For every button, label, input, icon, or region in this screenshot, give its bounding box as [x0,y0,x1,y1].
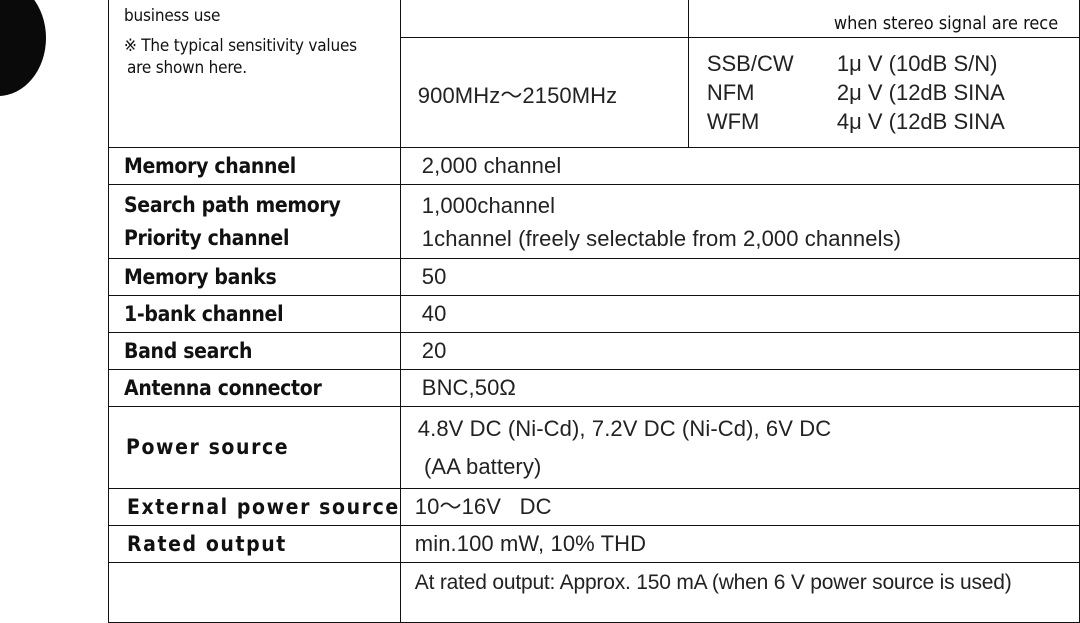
mode-value: 2μ V (12dB SINA [836,79,1005,105]
row-value: (AA battery) [417,453,542,479]
row-label: Antenna connector [108,369,401,407]
stereo-note: when stereo signal are rece [687,0,1080,38]
table-row: Memory channel 2,000 channel [108,147,1080,185]
mode-label: SSB/CW [706,50,794,76]
row-value: 4.8V DC (Ni-Cd), 7.2V DC (Ni-Cd), 6V DC [417,415,832,441]
sensitivity-list: SSB/CW 1μ V (10dB S/N) NFM 2μ V (12dB SI… [687,37,1080,148]
row-label: Power source [108,406,401,489]
table-row: At rated output: Approx. 150 mA (when 6 … [108,562,1080,623]
row-value: 2,000 channel [399,147,1080,185]
row-value-group: 1,000channel 1channel (freely selectable… [399,184,1080,259]
table-row: External power source 10～16V DC [108,488,1080,526]
row-value: 20 [399,332,1080,370]
row-value-group: 4.8V DC (Ni-Cd), 7.2V DC (Ni-Cd), 6V DC … [399,406,1080,489]
mode-value: 4μ V (12dB SINA [836,108,1005,134]
note-line-3: are shown here. [127,58,247,79]
table-row: Memory banks 50 [108,258,1080,296]
row-value: min.100 mW, 10% THD [399,525,1080,563]
row-label-group: Search path memory Priority channel [108,184,401,259]
mode-label: NFM [706,79,755,105]
mode-value: 1μ V (10dB S/N) [836,50,998,76]
row-label-empty [108,562,401,623]
section-tab-marker [0,0,46,96]
sensitivity-note: business use ※ The typical sensitivity v… [108,0,401,148]
sensitivity-row: WFM 4μ V (12dB SINA [689,107,1078,136]
band-cell-top [399,0,689,38]
spec-table: business use ※ The typical sensitivity v… [108,0,1080,623]
sensitivity-row: NFM 2μ V (12dB SINA [689,78,1078,107]
table-row: Band search 20 [108,332,1080,370]
row-value: At rated output: Approx. 150 mA (when 6 … [399,562,1080,623]
row-label: Band search [108,332,401,370]
table-row: Power source 4.8V DC (Ni-Cd), 7.2V DC (N… [108,406,1080,489]
table-row: 1-bank channel 40 [108,295,1080,333]
row-label: Memory banks [108,258,401,296]
table-row: Search path memory Priority channel 1,00… [108,184,1080,259]
table-row: Antenna connector BNC,50Ω [108,369,1080,407]
row-value: BNC,50Ω [399,369,1080,407]
row-value: 50 [399,258,1080,296]
row-label: 1-bank channel [108,295,401,333]
row-value: 40 [399,295,1080,333]
row-value: 10～16V DC [399,488,1080,526]
note-line-2: ※ The typical sensitivity values [124,36,357,57]
row-label: External power source [108,488,401,526]
row-label: Rated output [108,525,401,563]
row-value: 1channel (freely selectable from 2,000 c… [421,225,902,251]
row-label: Memory channel [108,147,401,185]
row-label: Search path memory [124,192,341,217]
sensitivity-row: SSB/CW 1μ V (10dB S/N) [689,49,1078,78]
table-row: Rated output min.100 mW, 10% THD [108,525,1080,563]
row-label: Priority channel [124,225,290,250]
note-line-1: business use [124,6,221,26]
mode-label: WFM [706,108,760,134]
row-value: 1,000channel [421,192,556,218]
band-range: 900MHz～2150MHz [399,37,689,148]
